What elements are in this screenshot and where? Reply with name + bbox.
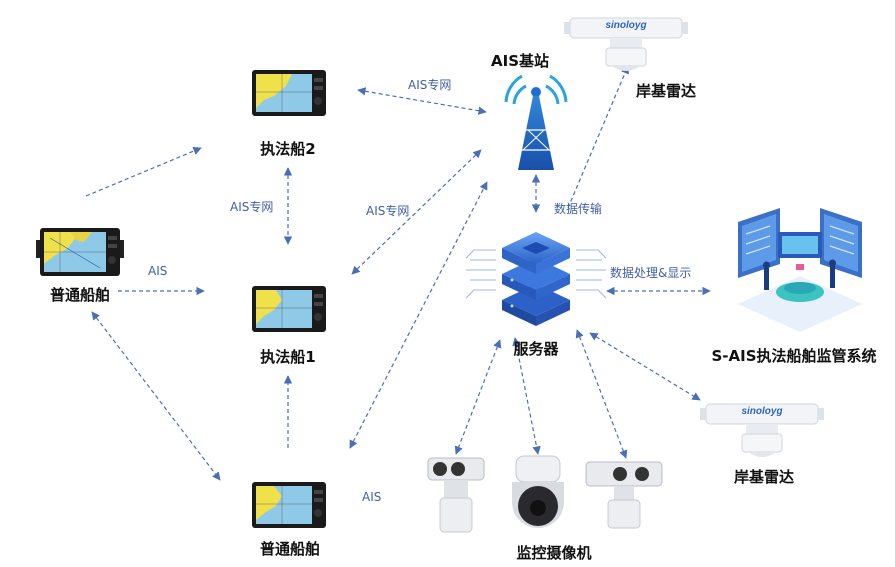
monitoring-system-icon [738, 208, 862, 332]
edge-server-cam1 [454, 339, 502, 455]
label-server: 服务器 [513, 340, 559, 358]
shore-radar-right-icon [700, 403, 824, 457]
edge-label-data-processing: 数据处理&显示 [610, 266, 692, 280]
label-cameras: 监控摄像机 [516, 544, 592, 562]
label-enforcement-ship-2: 执法船2 [260, 140, 316, 158]
shore-radar-top-icon [564, 17, 688, 71]
edge-label-ais-net-left: AIS专网 [230, 200, 274, 214]
label-ais-base-station: AIS基站 [491, 52, 549, 70]
label-ordinary-ship-bottom: 普通船舶 [259, 540, 321, 558]
enforcement-ship-1-icon [252, 286, 326, 332]
server-icon [465, 232, 607, 326]
edge-server-cam3 [575, 329, 628, 459]
camera-thermal-2-icon [585, 461, 663, 529]
edge-server-radar-right [589, 332, 701, 401]
camera-dome-icon [512, 455, 564, 528]
edge-label-ais-left: AIS [148, 264, 168, 278]
label-enforcement-ship-1: 执法船1 [260, 348, 316, 366]
radar-brand-top: sinoloyg [605, 20, 646, 31]
ordinary-ship-bottom-icon [252, 482, 326, 528]
edge-ordinary-to-ship2 [85, 147, 202, 197]
edge-bottomship-base [349, 181, 488, 449]
label-shore-radar-right: 岸基雷达 [733, 468, 795, 486]
edge-label-ais-bottom: AIS [362, 490, 382, 504]
edge-ship2-base [357, 87, 487, 115]
label-shore-radar-top: 岸基雷达 [635, 82, 697, 100]
camera-thermal-1-icon [427, 457, 485, 533]
enforcement-ship-2-icon [252, 70, 326, 116]
edge-label-ais-net-top: AIS专网 [408, 78, 452, 92]
edge-server-cam2 [512, 337, 541, 455]
edge-label-data-transfer: 数据传输 [554, 202, 603, 216]
ais-tower-icon [504, 74, 568, 170]
edge-label-ais-net-middle: AIS专网 [366, 204, 410, 218]
edge-ordinary-ordinary [91, 311, 221, 481]
label-ordinary-ship-left: 普通船舶 [49, 286, 111, 304]
edge-server-radar-top [567, 65, 629, 209]
ordinary-ship-left-icon [36, 228, 124, 276]
label-monitoring-system: S-AIS执法船舶监管系统 [711, 347, 877, 365]
radar-brand-right: sinoloyg [741, 406, 782, 417]
